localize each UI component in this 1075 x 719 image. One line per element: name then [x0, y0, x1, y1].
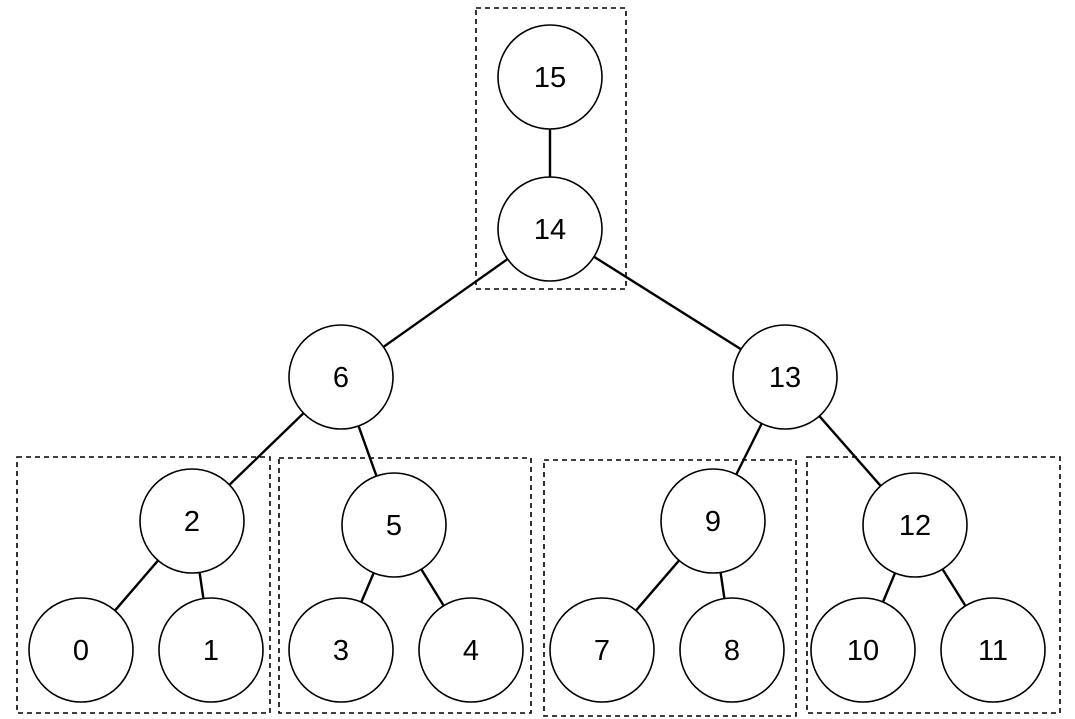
node-circle-4 [418, 597, 524, 703]
node-circle-6 [288, 324, 394, 430]
tree-node-11: 11 [940, 597, 1046, 703]
tree-node-5: 5 [341, 472, 447, 578]
node-label-6: 6 [333, 362, 349, 394]
edge-14-6 [382, 258, 509, 348]
node-label-14: 14 [534, 214, 566, 246]
tree-node-12: 12 [862, 472, 968, 578]
node-label-4: 4 [463, 635, 479, 667]
node-circle-12 [862, 472, 968, 578]
node-circle-2 [139, 468, 245, 574]
node-circle-8 [679, 597, 785, 703]
node-label-9: 9 [705, 506, 721, 538]
tree-node-1: 1 [158, 597, 264, 703]
edge-6-2 [228, 412, 305, 486]
edge-9-8 [719, 572, 726, 599]
node-label-3: 3 [333, 635, 349, 667]
edge-13-12 [818, 415, 882, 487]
node-label-10: 10 [847, 635, 879, 667]
node-circle-3 [288, 597, 394, 703]
edge-5-3 [360, 572, 375, 603]
group-boxes [16, 7, 1061, 717]
node-label-11: 11 [978, 635, 1008, 667]
node-circle-15 [497, 24, 603, 130]
tree-edges [114, 129, 967, 612]
tree-node-3: 3 [288, 597, 394, 703]
node-circle-7 [549, 597, 655, 703]
edge-13-9 [735, 422, 763, 476]
tree-node-15: 15 [497, 24, 603, 130]
node-circle-13 [732, 324, 838, 430]
node-circle-0 [28, 597, 134, 703]
tree-node-7: 7 [549, 597, 655, 703]
tree-node-4: 4 [418, 597, 524, 703]
node-label-8: 8 [724, 635, 740, 667]
node-label-15: 15 [534, 62, 566, 94]
edge-2-0 [114, 559, 159, 612]
tree-node-13: 13 [732, 324, 838, 430]
node-label-7: 7 [594, 635, 610, 667]
node-label-13: 13 [769, 362, 801, 394]
tree-node-9: 9 [660, 468, 766, 574]
group-box-group-2 [16, 456, 271, 714]
node-label-2: 2 [184, 506, 200, 538]
node-label-5: 5 [386, 510, 402, 542]
tree-node-14: 14 [497, 176, 603, 282]
tree-node-0: 0 [28, 597, 134, 703]
node-label-0: 0 [73, 635, 89, 667]
edge-6-5 [357, 425, 378, 477]
node-label-1: 1 [203, 635, 219, 667]
node-circle-14 [497, 176, 603, 282]
tree-node-2: 2 [139, 468, 245, 574]
node-circle-1 [158, 597, 264, 703]
tree-node-8: 8 [679, 597, 785, 703]
tree-node-10: 10 [810, 597, 916, 703]
group-box-top [475, 7, 627, 290]
tree-node-6: 6 [288, 324, 394, 430]
edge-2-1 [198, 572, 205, 599]
edge-9-7 [635, 559, 680, 612]
node-circle-10 [810, 597, 916, 703]
edge-12-11 [941, 568, 967, 607]
edge-12-10 [881, 572, 897, 603]
node-label-12: 12 [899, 510, 931, 542]
node-circle-9 [660, 468, 766, 574]
edge-14-13 [593, 255, 742, 351]
node-circle-11 [940, 597, 1046, 703]
group-box-group-9 [543, 459, 797, 717]
edge-5-4 [420, 568, 445, 607]
group-box-group-12 [806, 456, 1061, 714]
group-box-group-5 [278, 457, 532, 714]
node-circle-5 [341, 472, 447, 578]
